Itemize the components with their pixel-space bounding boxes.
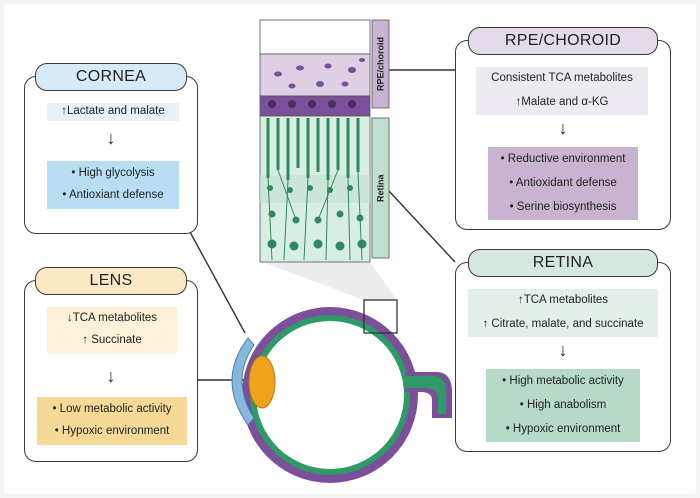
eyeball [231,299,452,483]
lens-title: LENS [35,267,187,295]
down-arrow-icon: ↓ [558,118,568,138]
rpe-choroid-panel: RPE/CHOROID Consistent TCA metabolites ↑… [455,27,671,230]
retina-finding-1: ↑TCA metabolites [517,294,609,306]
cornea-findings: ↑Lactate and malate [47,103,179,121]
down-arrow-icon: ↓ [558,340,568,360]
lens-finding-1: ↓TCA metabolites [66,312,158,324]
cornea-implication-2: • Antioxiant defense [62,188,164,201]
retina-finding-2: ↑ Citrate, malate, and succinate [482,317,644,330]
rpe-implication-1: • Reductive environment [500,153,626,165]
retina-implication-3: • Hypoxic environment [505,422,621,435]
cornea-implication-1: • High glycolysis [71,167,155,179]
cornea-finding-1: ↑Lactate and malate [61,105,165,117]
rpe-implication-2: • Antioxidant defense [509,176,617,189]
retina-side-label: Retina [375,174,386,202]
down-arrow-icon: ↓ [106,366,116,386]
retina-implications: • High metabolic activity • High anaboli… [486,369,640,443]
retina-cross-section [259,19,390,263]
cornea-implications: • High glycolysis • Antioxiant defense [47,161,179,209]
rpe-finding-1: Consistent TCA metabolites [491,72,633,84]
cornea-connector [189,231,246,334]
retina-panel: RETINA ↑TCA metabolites ↑ Citrate, malat… [455,249,671,452]
lens-findings: ↓TCA metabolites ↑ Succinate [47,307,177,353]
retina-title: RETINA [468,249,658,277]
rpe-choroid-findings: Consistent TCA metabolites ↑Malate and α… [476,67,648,115]
lens-implication-2: • Hypoxic environment [54,424,170,437]
cornea-title: CORNEA [35,63,187,91]
lens-panel: LENS ↓TCA metabolites ↑ Succinate ↓ • Lo… [24,267,198,462]
retina-connector [387,189,456,263]
lens-implication-1: • Low metabolic activity [52,403,172,415]
lens-finding-2: ↑ Succinate [82,333,142,346]
retina-implication-1: • High metabolic activity [502,375,624,387]
lens-implications: • Low metabolic activity • Hypoxic envir… [37,397,187,445]
rpe-implication-3: • Serine biosynthesis [509,200,617,213]
down-arrow-icon: ↓ [106,128,116,148]
retina-findings: ↑TCA metabolites ↑ Citrate, malate, and … [468,289,658,337]
rpe-choroid-implications: • Reductive environment • Antioxidant de… [488,147,638,221]
rpe-choroid-title: RPE/CHOROID [468,27,658,55]
cornea-panel: CORNEA ↑Lactate and malate ↓ • High glyc… [24,63,198,234]
retina-implication-2: • High anabolism [519,398,607,411]
rpe-finding-2: ↑Malate and α-KG [515,95,609,108]
rpe-choroid-side-label: RPE/choroid [375,37,386,92]
zoom-cone [262,262,397,300]
